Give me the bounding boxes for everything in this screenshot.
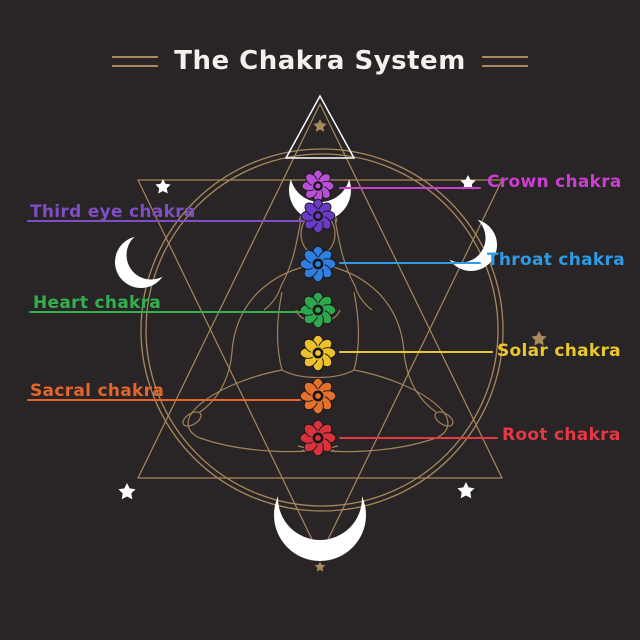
gold-star-bottom-icon (314, 561, 326, 572)
chakra-symbol-sacral (299, 377, 337, 415)
chakra-symbol-heart (299, 291, 337, 329)
figure-thigh-right (353, 369, 449, 439)
moon-bottom-icon (274, 469, 366, 561)
figure-torso-right (353, 291, 360, 371)
figure-thigh-left (187, 369, 283, 439)
figure-waist (281, 369, 355, 379)
figure-arm-left (199, 283, 269, 413)
moon-left-icon (115, 236, 167, 288)
title-rule-left-icon (112, 55, 159, 67)
chakra-label-heart: Heart chakra (33, 293, 162, 313)
chakra-symbol-root (299, 419, 337, 457)
figure-arm-right (367, 283, 437, 413)
chakra-symbol-third-eye (300, 198, 336, 234)
white-star-top-left-icon (155, 179, 171, 194)
chakra-symbol-throat (299, 245, 337, 283)
meditating-figure (182, 208, 454, 453)
label-lines (27, 187, 498, 439)
chakra-label-solar: Solar chakra (497, 341, 621, 361)
white-star-bottom-left-icon (118, 483, 136, 500)
chakra-label-throat: Throat chakra (487, 250, 625, 270)
white-triangle-icon (284, 94, 356, 159)
figure-hand-right (434, 411, 454, 427)
page-title: The Chakra System (174, 46, 466, 76)
figure-torso-left (276, 291, 283, 371)
chakra-label-third-eye: Third eye chakra (30, 202, 196, 222)
title-rule-right-icon (481, 55, 528, 67)
chakra-symbol-crown (301, 169, 335, 203)
title-row: The Chakra System (0, 46, 640, 76)
figure-hair-left (263, 218, 302, 311)
chakra-symbol-solar (299, 334, 337, 372)
figure-hair-right (334, 218, 373, 311)
chakra-label-sacral: Sacral chakra (30, 381, 165, 401)
gold-star-top-icon (313, 119, 327, 132)
white-elements (115, 94, 497, 561)
white-star-bottom-right-icon (457, 482, 475, 499)
figure-hand-left (182, 411, 202, 427)
chakra-label-root: Root chakra (502, 425, 621, 445)
chakra-label-crown: Crown chakra (487, 172, 622, 192)
moon-right-icon (445, 219, 497, 271)
